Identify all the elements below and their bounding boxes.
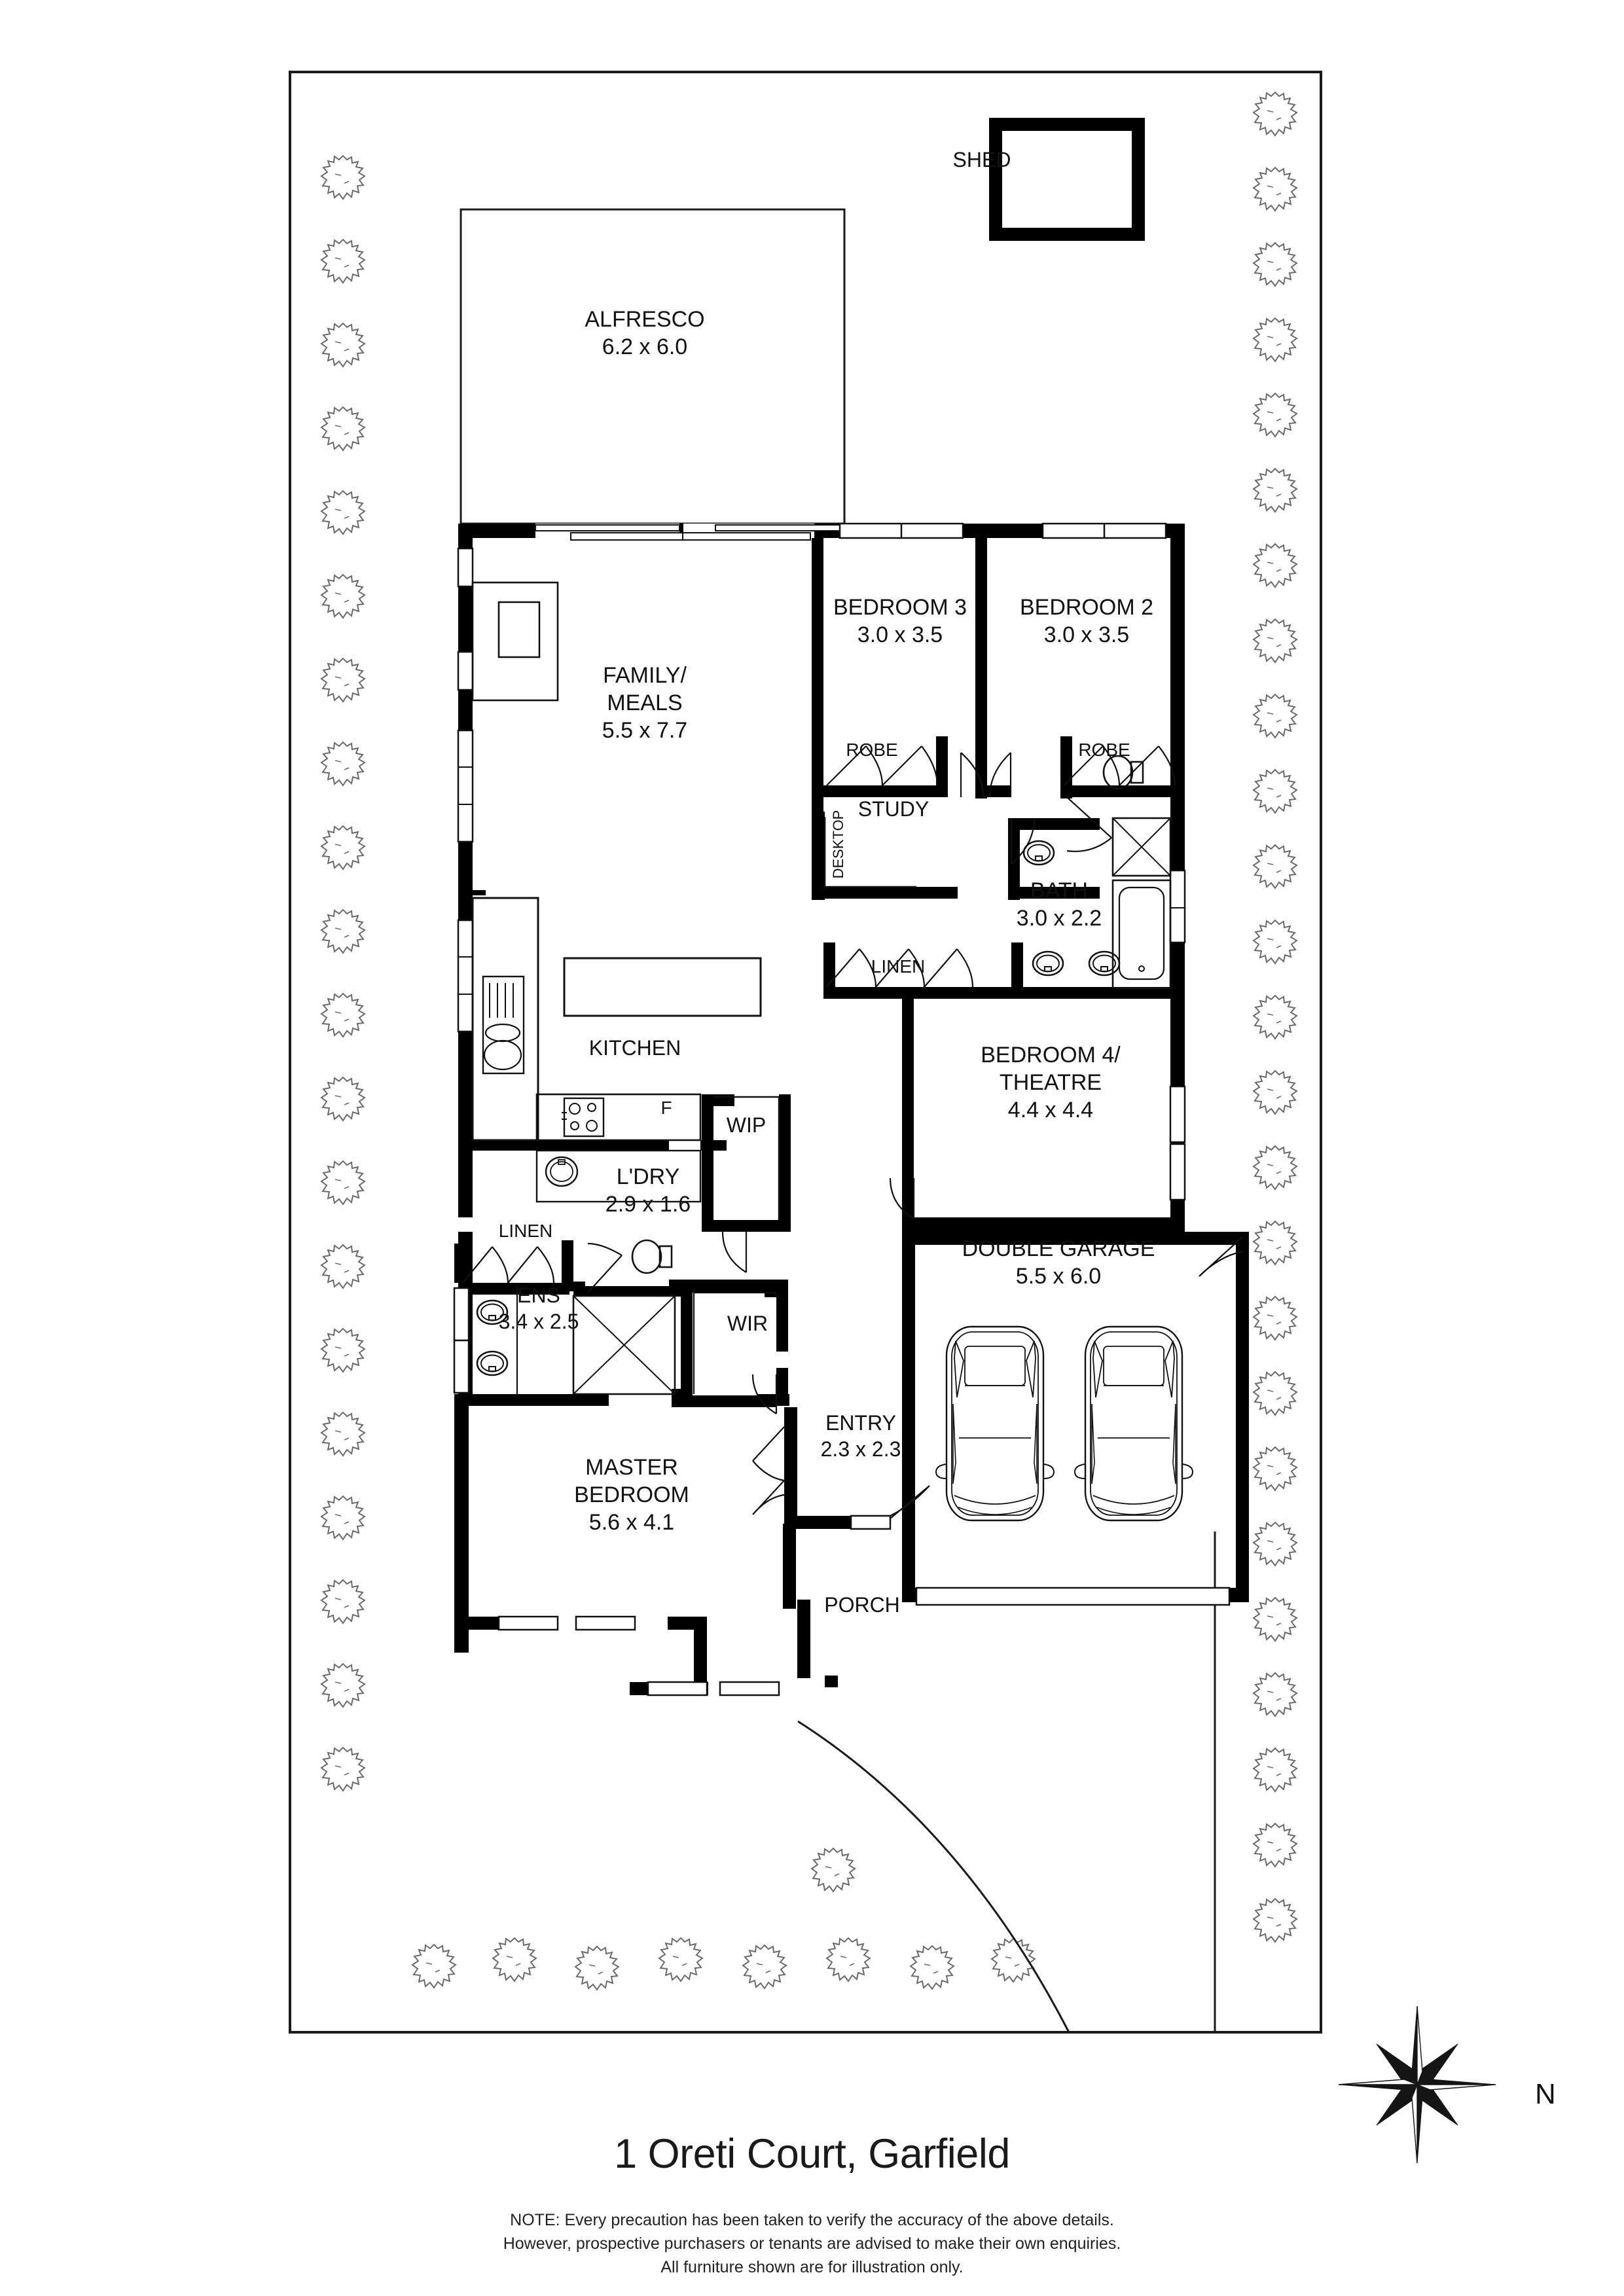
windows-and-doors	[453, 522, 1231, 1696]
room-name: ENS	[517, 1283, 560, 1307]
room-dimensions: 3.0 x 2.2	[1017, 906, 1102, 931]
room-name: BEDROOM 2	[1020, 595, 1153, 620]
room-name: LINEN	[871, 956, 925, 977]
room-label-bath: BATH 3.0 x 2.2	[1017, 878, 1102, 931]
room-name: ROBE	[1078, 740, 1130, 760]
room-label-porch: PORCH	[824, 1593, 900, 1617]
room-label-family-meals: FAMILY/MEALS 5.5 x 7.7	[602, 663, 687, 743]
room-name: LINEN	[499, 1221, 552, 1241]
room-name: THEATRE	[1000, 1070, 1102, 1095]
room-label-wip: WIP	[727, 1113, 766, 1137]
room-name: F	[660, 1098, 672, 1118]
room-label-desktop: DESKTOP	[830, 810, 846, 879]
room-label-bedroom-4: BEDROOM 4/THEATRE 4.4 x 4.4	[981, 1043, 1121, 1122]
room-dimensions: 6.2 x 6.0	[602, 334, 687, 359]
disclaimer-line-2: However, prospective purchasers or tenan…	[503, 2234, 1121, 2253]
compass-rose	[1338, 2005, 1496, 2164]
room-label-fridge: F	[660, 1098, 672, 1118]
room-dimensions: 5.5 x 7.7	[602, 718, 687, 743]
room-name: STUDY	[858, 797, 929, 821]
room-name: ROBE	[846, 740, 897, 760]
room-name: FAMILY/	[603, 663, 687, 688]
room-label-robe-2: ROBE	[1078, 740, 1130, 760]
study-desktop	[823, 817, 916, 888]
page-title: 1 Oreti Court, Garfield	[614, 2131, 1010, 2177]
room-name: WIP	[727, 1113, 766, 1137]
kitchen-fixtures	[471, 581, 780, 1220]
disclaimer-note: NOTE: Every precaution has been taken to…	[0, 2208, 1624, 2279]
room-name: PORCH	[824, 1593, 900, 1617]
site-boundary	[289, 71, 1322, 2034]
room-label-shed: SHED	[953, 148, 1011, 171]
room-label-bedroom-2: BEDROOM 23.0 x 3.5	[1020, 595, 1153, 647]
house-walls	[454, 524, 1249, 1695]
room-label-bedroom-3: BEDROOM 33.0 x 3.5	[833, 595, 967, 647]
room-name: MASTER	[585, 1455, 678, 1480]
room-name: MEALS	[607, 691, 682, 715]
room-name: SHED	[953, 148, 1011, 171]
room-label-double-garage: DOUBLE GARAGE 5.5 x 6.0	[962, 1236, 1155, 1289]
room-name: BEDROOM 4/	[981, 1043, 1121, 1067]
room-dimensions: 4.4 x 4.4	[1008, 1098, 1093, 1122]
shed-outline	[989, 118, 1145, 241]
room-name: DOUBLE GARAGE	[962, 1236, 1155, 1261]
room-name: KITCHEN	[589, 1036, 681, 1060]
room-label-laundry: L'DRY 2.9 x 1.6	[605, 1164, 691, 1217]
driveway-path	[797, 1532, 1216, 2033]
room-dimensions: 2.9 x 1.6	[605, 1192, 691, 1217]
room-label-study: STUDY	[858, 797, 929, 821]
room-name: DESKTOP	[830, 810, 846, 879]
room-label-linen-bath: LINEN	[871, 956, 925, 977]
room-label-robe-3: ROBE	[846, 740, 897, 760]
room-label-linen-ldry: LINEN	[499, 1221, 552, 1241]
ensuite-fixtures	[476, 1239, 776, 1395]
bath-fixtures	[1022, 755, 1172, 990]
room-name: L'DRY	[617, 1164, 680, 1189]
compass-north-label: N	[1535, 2078, 1556, 2110]
room-label-kitchen: KITCHEN	[589, 1036, 681, 1060]
room-name: ENTRY	[825, 1411, 896, 1435]
disclaimer-line-3: All furniture shown are for illustration…	[660, 2258, 964, 2276]
room-name: WIR	[727, 1312, 768, 1335]
room-name: BEDROOM	[574, 1482, 689, 1507]
room-name: BEDROOM 3	[833, 595, 967, 620]
room-name: BATH	[1030, 878, 1088, 903]
room-dimensions: 5.5 x 6.0	[1016, 1264, 1101, 1289]
room-dimensions: 3.4 x 2.5	[499, 1310, 579, 1333]
room-label-ensuite: ENS 3.4 x 2.5	[499, 1283, 579, 1333]
room-label-wir: WIR	[727, 1312, 768, 1335]
room-dimensions: 2.3 x 2.3	[821, 1437, 901, 1461]
room-dimensions: 3.0 x 3.5	[1044, 622, 1129, 647]
room-name: ALFRESCO	[585, 307, 704, 332]
disclaimer-line-1: NOTE: Every precaution has been taken to…	[510, 2211, 1114, 2229]
room-dimensions: 3.0 x 3.5	[857, 622, 943, 647]
room-dimensions: 5.6 x 4.1	[589, 1510, 674, 1535]
door-swings	[462, 745, 1243, 1519]
